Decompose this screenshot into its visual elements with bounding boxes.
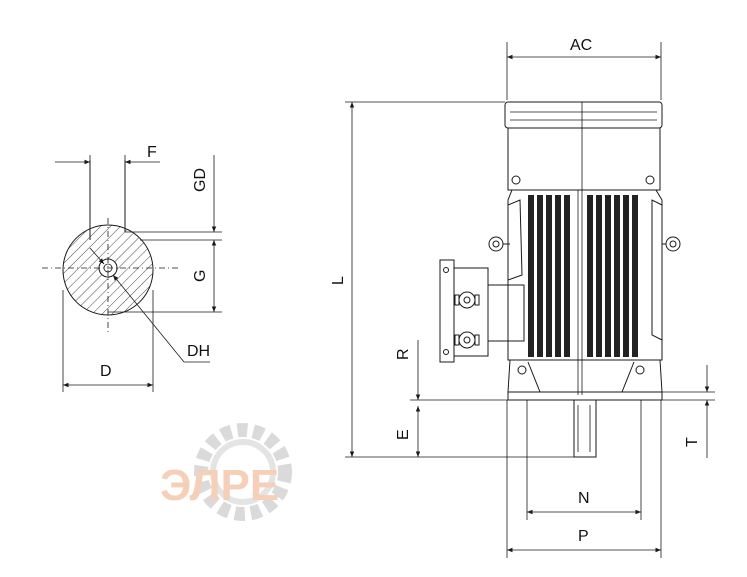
label-T: T [684,437,701,447]
cooling-fins [528,195,638,357]
watermark-logo: ЭЛРЕ [160,423,292,521]
watermark-text: ЭЛРЕ [160,461,279,510]
terminal-box [439,259,525,363]
label-DH: DH [187,343,210,360]
label-E: E [395,429,412,440]
motor-side-view: AC L R E T N P [330,37,715,558]
label-GD: GD [192,168,209,192]
label-N: N [578,490,590,507]
label-P: P [578,528,589,545]
label-F: F [147,144,157,161]
label-G: G [192,270,209,282]
label-R: R [395,348,412,360]
shaft-section-view: F GD G D DH [42,144,222,392]
label-D: D [100,363,112,380]
label-L: L [330,276,347,285]
label-AC: AC [570,37,592,54]
